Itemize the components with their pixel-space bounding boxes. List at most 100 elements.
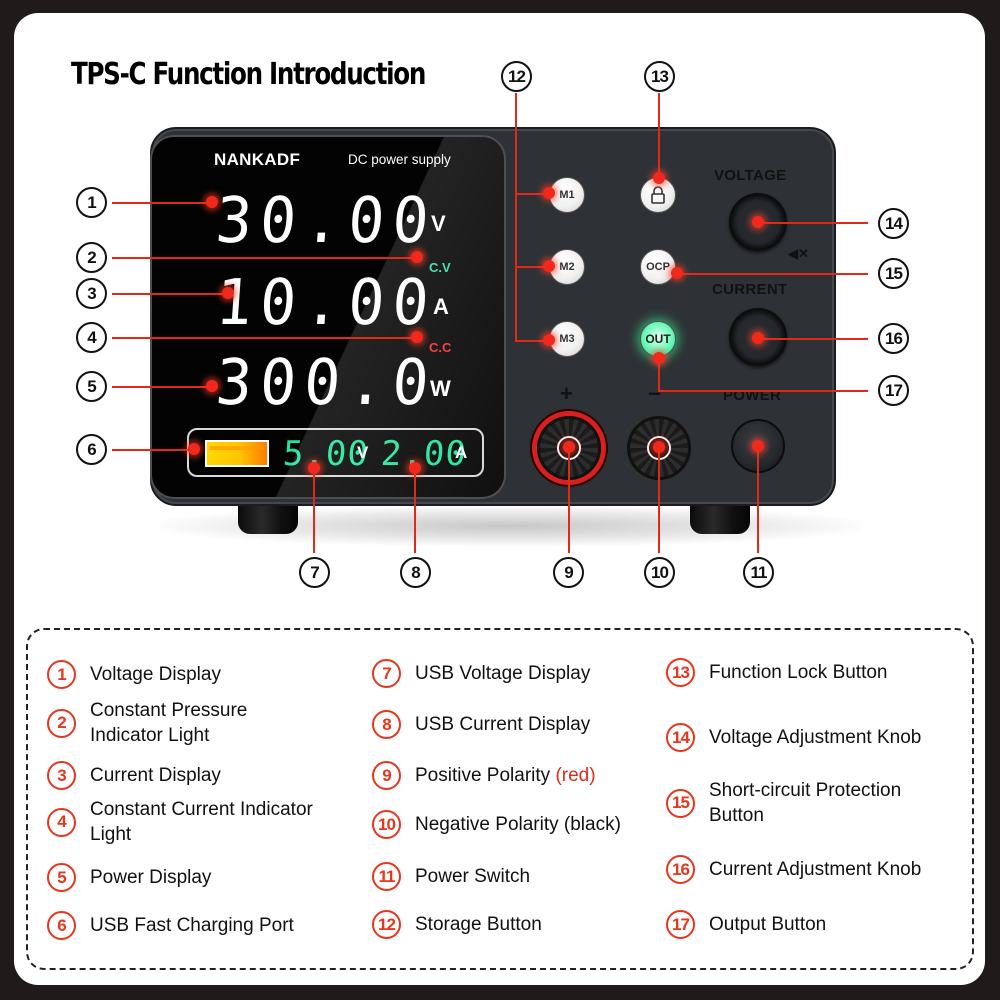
- legend-text: USB Fast Charging Port: [90, 915, 294, 936]
- callout-14: 14: [878, 208, 909, 239]
- marker-dot: [543, 187, 555, 199]
- callout-line-14: [758, 222, 868, 224]
- usb-voltage-unit: V: [357, 443, 369, 462]
- legend-text: Voltage Adjustment Knob: [709, 727, 922, 748]
- callout-line-17: [658, 390, 868, 392]
- legend-item: 10 Negative Polarity (black): [372, 810, 621, 839]
- legend-item: 3 Current Display: [47, 761, 221, 790]
- voltage-label: VOLTAGE: [714, 167, 787, 184]
- marker-dot: [409, 462, 421, 474]
- legend-box: [26, 628, 974, 970]
- callout-line-17-v: [658, 358, 660, 391]
- cc-indicator: C.C: [429, 340, 452, 355]
- legend-text: Constant Current Indicator Light: [90, 799, 313, 845]
- callout-line-13: [658, 93, 660, 178]
- callout-5: 5: [76, 371, 107, 402]
- legend-text: Current Display: [90, 765, 221, 786]
- legend-number: 10: [372, 810, 401, 839]
- legend-number: 14: [666, 723, 695, 752]
- callout-9: 9: [553, 557, 584, 588]
- legend-number: 2: [47, 708, 76, 738]
- callout-6: 6: [76, 434, 107, 465]
- callout-line-2: [112, 257, 417, 259]
- marker-dot: [222, 287, 234, 299]
- current-label: CURRENT: [712, 281, 788, 298]
- ocp-button[interactable]: OCP: [640, 249, 676, 285]
- callout-3: 3: [76, 278, 107, 309]
- legend-text: USB Current Display: [415, 714, 591, 735]
- legend-item: 15 Short-circuit Protection Button: [666, 778, 939, 828]
- current-unit: A: [433, 294, 449, 319]
- m1-button[interactable]: M1: [549, 177, 585, 213]
- legend-item: 17 Output Button: [666, 910, 826, 939]
- callout-line-4: [112, 337, 417, 339]
- legend-number: 3: [47, 761, 76, 790]
- legend-item: 4 Constant Current Indicator Light: [47, 797, 350, 847]
- legend-item: 12 Storage Button: [372, 910, 542, 939]
- legend-item: 7 USB Voltage Display: [372, 659, 590, 688]
- legend-text: Storage Button: [415, 914, 542, 935]
- usb-port-icon[interactable]: [205, 440, 269, 467]
- legend-text: Output Button: [709, 914, 827, 935]
- m3-button[interactable]: M3: [549, 321, 585, 357]
- callout-16: 16: [878, 323, 909, 354]
- marker-dot: [308, 462, 320, 474]
- callout-12: 12: [501, 61, 532, 92]
- usb-current-unit: A: [455, 443, 468, 462]
- legend-item: 5 Power Display: [47, 863, 211, 892]
- usb-panel: 5.00 V 2.00 A: [187, 428, 484, 477]
- display-screen: NANKADF DC power supply 30.00 V C.V 10.0…: [152, 137, 504, 497]
- marker-dot: [653, 172, 665, 184]
- callout-2: 2: [76, 242, 107, 273]
- legend-text: Positive Polarity (red): [415, 765, 596, 786]
- legend-number: 5: [47, 863, 76, 892]
- legend-text: Voltage Display: [90, 664, 221, 685]
- legend-number: 4: [47, 807, 76, 837]
- legend-item: 1 Voltage Display: [47, 660, 221, 689]
- callout-line-3: [112, 293, 227, 295]
- power-unit: W: [430, 376, 451, 401]
- brand-name: NANKADF: [214, 150, 301, 169]
- callout-line-11: [757, 447, 759, 553]
- callout-8: 8: [400, 557, 431, 588]
- out-button[interactable]: OUT: [640, 321, 676, 357]
- callout-line-9: [568, 448, 570, 553]
- legend-item: 11 Power Switch: [372, 862, 530, 891]
- current-knob[interactable]: [729, 308, 787, 366]
- marker-dot: [543, 260, 555, 272]
- legend-item: 2 Constant Pressure Indicator Light: [47, 698, 290, 748]
- callout-line-10: [658, 448, 660, 553]
- callout-line-12: [515, 93, 517, 342]
- legend-item: 13 Function Lock Button: [666, 658, 888, 687]
- legend-number: 16: [666, 855, 695, 884]
- callout-branch-m1: [515, 193, 549, 195]
- callout-branch-m3: [515, 340, 549, 342]
- legend-item: 6 USB Fast Charging Port: [47, 911, 294, 940]
- legend-item: 16 Current Adjustment Knob: [666, 855, 921, 884]
- legend-text: USB Voltage Display: [415, 663, 591, 684]
- legend-number: 17: [666, 910, 695, 939]
- legend-note: (red): [555, 765, 596, 786]
- speaker-mute-icon: ◀✕: [788, 246, 809, 261]
- marker-dot: [653, 352, 665, 364]
- voltage-display: 30.00: [213, 184, 440, 258]
- callout-7: 7: [299, 557, 330, 588]
- legend-text: Power Switch: [415, 866, 531, 887]
- minus-label: −: [648, 381, 661, 406]
- brand-subtitle: DC power supply: [348, 152, 451, 167]
- marker-dot: [411, 251, 423, 263]
- callout-line-7: [313, 468, 315, 553]
- legend-number: 9: [372, 761, 401, 790]
- legend-number: 13: [666, 658, 695, 687]
- marker-dot: [671, 267, 683, 279]
- marker-dot: [752, 332, 764, 344]
- callout-line-6: [112, 449, 194, 451]
- legend-text: Function Lock Button: [709, 662, 888, 683]
- legend-number: 1: [47, 660, 76, 689]
- callout-branch-m2: [515, 266, 549, 268]
- plus-label: +: [560, 381, 573, 406]
- marker-dot: [653, 441, 665, 453]
- legend-item: 9 Positive Polarity (red): [372, 761, 596, 790]
- legend-item: 14 Voltage Adjustment Knob: [666, 723, 921, 752]
- m2-button[interactable]: M2: [549, 249, 585, 285]
